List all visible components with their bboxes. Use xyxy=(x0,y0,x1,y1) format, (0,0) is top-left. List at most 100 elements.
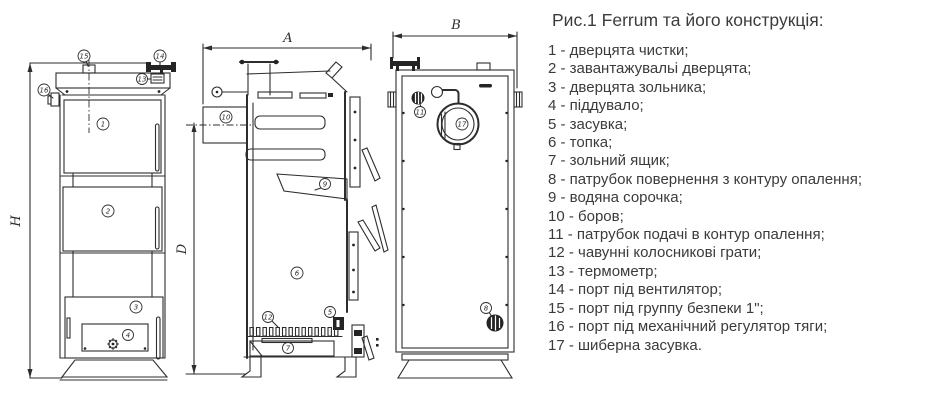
svg-text:9: 9 xyxy=(323,181,328,189)
legend-item-2: 2 - завантажувальі дверцята; xyxy=(548,60,752,78)
dimension-A: A xyxy=(202,31,372,105)
legend-item-11: 11 - патрубок подачі в контур опалення; xyxy=(548,226,825,244)
top-stub xyxy=(476,62,491,71)
sensor-boss xyxy=(211,86,248,98)
svg-text:13: 13 xyxy=(138,76,147,84)
svg-text:1: 1 xyxy=(101,121,105,129)
back-top-bracket xyxy=(390,57,420,71)
thermometer-display xyxy=(150,73,165,84)
legend-item-9: 9 - водяна сорочка; xyxy=(548,189,683,207)
svg-text:16: 16 xyxy=(40,87,49,95)
vent-slot xyxy=(479,84,492,88)
draft-regulator-port xyxy=(47,92,60,107)
callout-8: 8 xyxy=(480,302,492,314)
door-hinge-bar xyxy=(371,204,389,253)
svg-text:4: 4 xyxy=(126,332,130,340)
callout-1: 1 xyxy=(96,117,110,131)
cleaning-door xyxy=(63,99,162,174)
ash-box xyxy=(249,340,335,357)
ash-door xyxy=(64,296,164,360)
svg-text:11: 11 xyxy=(416,109,425,117)
callout-2: 2 xyxy=(101,204,115,218)
grate xyxy=(247,326,343,344)
door-handle-upper xyxy=(361,147,381,182)
callout-13: 13 xyxy=(136,73,148,85)
flue-outlet xyxy=(436,102,480,151)
damper xyxy=(333,317,344,330)
svg-text:10: 10 xyxy=(222,114,231,122)
callout-4: 4 xyxy=(122,329,134,341)
dim-label-B: B xyxy=(450,18,461,33)
legend-item-8: 8 - патрубок повернення з контуру опален… xyxy=(548,170,862,188)
callout-14: 14 xyxy=(153,49,167,63)
dimension-B: B xyxy=(392,18,518,89)
blower-panel xyxy=(81,323,149,352)
dim-label-A: A xyxy=(282,31,292,46)
callout-7: 7 xyxy=(282,342,294,354)
back-panel xyxy=(395,69,515,353)
svg-text:14: 14 xyxy=(156,53,165,61)
legend-item-3: 3 - дверцята зольника; xyxy=(548,78,707,96)
legend-item-7: 7 - зольний ящик; xyxy=(548,152,670,170)
door-handle-middle xyxy=(357,219,381,252)
callout-9: 9 xyxy=(319,178,331,190)
svg-text:7: 7 xyxy=(286,345,291,353)
supply-pipe-section xyxy=(239,59,279,96)
dimension-H: H xyxy=(9,62,149,379)
front-pedestal xyxy=(59,357,169,381)
callout-16: 16 xyxy=(37,83,51,97)
svg-text:3: 3 xyxy=(134,304,138,312)
svg-text:12: 12 xyxy=(264,314,273,322)
top-band xyxy=(55,60,171,133)
boiler-body-front xyxy=(59,94,166,359)
legend-panel: Рис.1 Ferrum та його конструкція: 1 - дв… xyxy=(548,10,920,355)
loading-door xyxy=(62,186,163,252)
water-jacket-shell xyxy=(245,61,348,359)
dimension-D: D xyxy=(175,122,247,375)
section-feet xyxy=(240,356,357,378)
safety-group-port xyxy=(82,64,96,74)
return-port xyxy=(486,314,504,332)
legend-item-4: 4 - піддувало; xyxy=(548,97,644,115)
svg-text:17: 17 xyxy=(458,121,467,129)
front-wall-section xyxy=(344,91,389,347)
fan-port xyxy=(146,62,176,74)
legend-item-17: 17 - шиберна засувка. xyxy=(548,336,702,354)
side-stub-left xyxy=(387,91,397,108)
svg-text:15: 15 xyxy=(80,53,89,61)
svg-text:2: 2 xyxy=(106,208,111,216)
legend-item-15: 15 - порт під группу безпеки 1"; xyxy=(548,299,764,317)
dim-label-H: H xyxy=(9,215,24,228)
callout-3: 3 xyxy=(129,300,143,314)
legend-list: 1 - дверцята чистки; 2 - завантажувальі … xyxy=(548,42,920,355)
legend-item-12: 12 - чавунні колосникові грати; xyxy=(548,244,762,262)
svg-text:8: 8 xyxy=(484,305,489,313)
callout-15: 15 xyxy=(77,49,91,63)
figure-title: Рис.1 Ferrum та його конструкція: xyxy=(552,10,824,30)
legend-item-1: 1 - дверцята чистки; xyxy=(548,42,689,59)
back-view: B xyxy=(387,18,523,379)
legend-item-16: 16 - порт під механічний регулятор тяги; xyxy=(548,318,828,336)
callout-11: 11 xyxy=(414,106,426,118)
blower-knob xyxy=(107,338,119,350)
callout-6: 6 xyxy=(290,266,304,280)
svg-text:5: 5 xyxy=(328,309,333,317)
front-view: H xyxy=(9,60,176,381)
back-pedestal xyxy=(397,353,513,379)
callout-leaders xyxy=(47,60,493,328)
callout-12: 12 xyxy=(262,311,274,323)
callout-10: 10 xyxy=(219,110,233,124)
legend-item-10: 10 - боров; xyxy=(548,207,624,225)
svg-text:6: 6 xyxy=(295,270,300,278)
thermo-well xyxy=(430,85,460,104)
door-handle-lower xyxy=(361,335,375,361)
legend-item-5: 5 - засувка; xyxy=(548,115,628,133)
callout-17: 17 xyxy=(455,117,469,131)
side-stub-right xyxy=(513,91,523,108)
side-section-view: A D xyxy=(175,31,389,378)
supply-port xyxy=(411,91,425,105)
lower-door-section xyxy=(351,324,375,361)
boiler-technical-drawing: H xyxy=(9,18,523,381)
legend-item-14: 14 - порт під вентилятор; xyxy=(548,281,723,299)
